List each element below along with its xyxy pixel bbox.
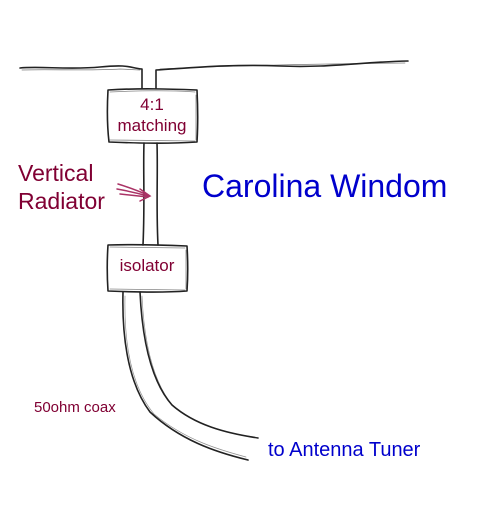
coax-left-line <box>122 291 249 461</box>
matching-box-sketch <box>109 90 197 142</box>
vertical-radiator-label-line1: Vertical <box>18 160 94 186</box>
vertical-radiator-label-line2: Radiator <box>18 188 105 214</box>
antenna-tuner-label: to Antenna Tuner <box>268 439 421 461</box>
coax-left-sketch <box>124 295 247 458</box>
isolator-label: isolator <box>119 256 175 275</box>
radiator-right-line <box>156 142 159 246</box>
diagram-title: Carolina Windom <box>202 168 448 204</box>
matching-label-ratio: 4:1 <box>140 95 164 114</box>
matching-label-text: matching <box>117 116 187 135</box>
coax-right-sketch <box>141 295 256 438</box>
left-wire <box>19 65 143 89</box>
right-wire-shadow <box>159 62 406 70</box>
radiator-left-line <box>142 142 145 246</box>
isolator-box-sketch <box>109 246 187 291</box>
isolator-box <box>106 243 189 293</box>
left-wire-shadow <box>21 68 141 71</box>
coax-label: 50ohm coax <box>34 399 116 416</box>
coax-right-line <box>139 291 259 439</box>
radiator-pointer-arrow <box>116 183 152 202</box>
matching-box <box>106 88 199 144</box>
